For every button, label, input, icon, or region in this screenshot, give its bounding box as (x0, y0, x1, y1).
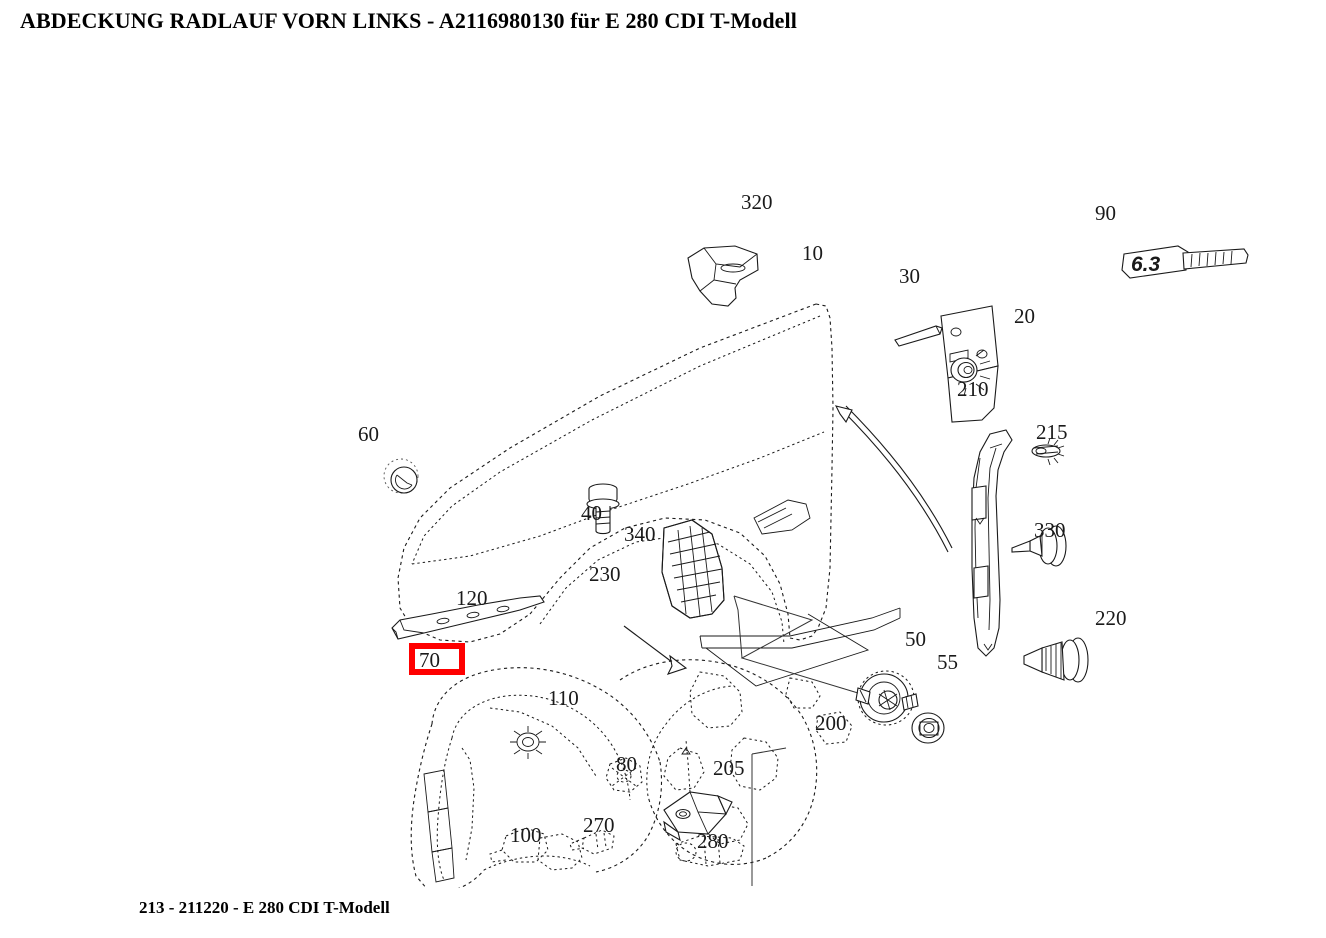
part-230-shape (623, 625, 688, 675)
callout-55: 55 (937, 650, 958, 674)
part-20-shape (940, 305, 999, 423)
callout-205: 205 (713, 756, 745, 780)
callout-120: 120 (456, 586, 488, 610)
callout-100: 100 (510, 823, 542, 847)
part-55-shape (911, 712, 945, 744)
part-110-shape (510, 726, 546, 759)
part-70-liner (410, 667, 663, 888)
part-30-shape (894, 325, 943, 347)
callout-270: 270 (583, 813, 615, 837)
callout-80: 80 (616, 752, 637, 776)
part-100-shape (489, 827, 549, 863)
svg-text:6.3: 6.3 (1131, 253, 1161, 276)
callout-220: 220 (1095, 606, 1127, 630)
page-footer: 213 - 211220 - E 280 CDI T-Modell (139, 898, 390, 917)
callout-50: 50 (905, 627, 926, 651)
callout-200: 200 (815, 711, 847, 735)
part-200-liner (619, 659, 853, 886)
callout-280: 280 (697, 829, 729, 853)
part-90-emblem: 6.3 (1121, 245, 1249, 279)
seal-strip-shape (834, 405, 953, 553)
part-120-shape (391, 595, 545, 640)
parts-diagram: .ln { fill:none; stroke:#1a1a1a; stroke-… (0, 48, 1326, 888)
part-320-shape (687, 245, 759, 307)
callout-30: 30 (899, 264, 920, 288)
part-280-shape (675, 835, 745, 867)
callout-320: 320 (741, 190, 773, 214)
part-80-shape (605, 757, 643, 793)
part-270-shape (569, 829, 615, 855)
part-205-shape (663, 739, 733, 842)
callout-20: 20 (1014, 304, 1035, 328)
callout-10: 10 (802, 241, 823, 265)
page-title: ABDECKUNG RADLAUF VORN LINKS - A21169801… (20, 8, 797, 33)
part-220-shape (1023, 637, 1089, 683)
leader-lines (733, 595, 859, 694)
callout-60: 60 (358, 422, 379, 446)
diagram-svg: .ln { fill:none; stroke:#1a1a1a; stroke-… (383, 245, 1249, 888)
part-50-shape (855, 670, 919, 726)
callout-70-highlight[interactable]: 70 (409, 643, 465, 675)
callout-90: 90 (1095, 201, 1116, 225)
part-60-shape (383, 458, 419, 494)
part-330-shape (1011, 525, 1067, 567)
callout-70: 70 (419, 648, 440, 672)
callout-110: 110 (548, 686, 579, 710)
callout-40: 40 (581, 501, 602, 525)
callout-230: 230 (589, 562, 621, 586)
part-10-fender (397, 303, 901, 687)
callout-340: 340 (624, 522, 656, 546)
callout-210: 210 (957, 377, 989, 401)
part-40-shape (586, 483, 620, 535)
part-210-shape (971, 429, 1013, 657)
part-340-shape (661, 519, 725, 619)
callout-215: 215 (1036, 420, 1068, 444)
part-215-shape (1031, 437, 1065, 466)
callout-330: 330 (1034, 518, 1066, 542)
